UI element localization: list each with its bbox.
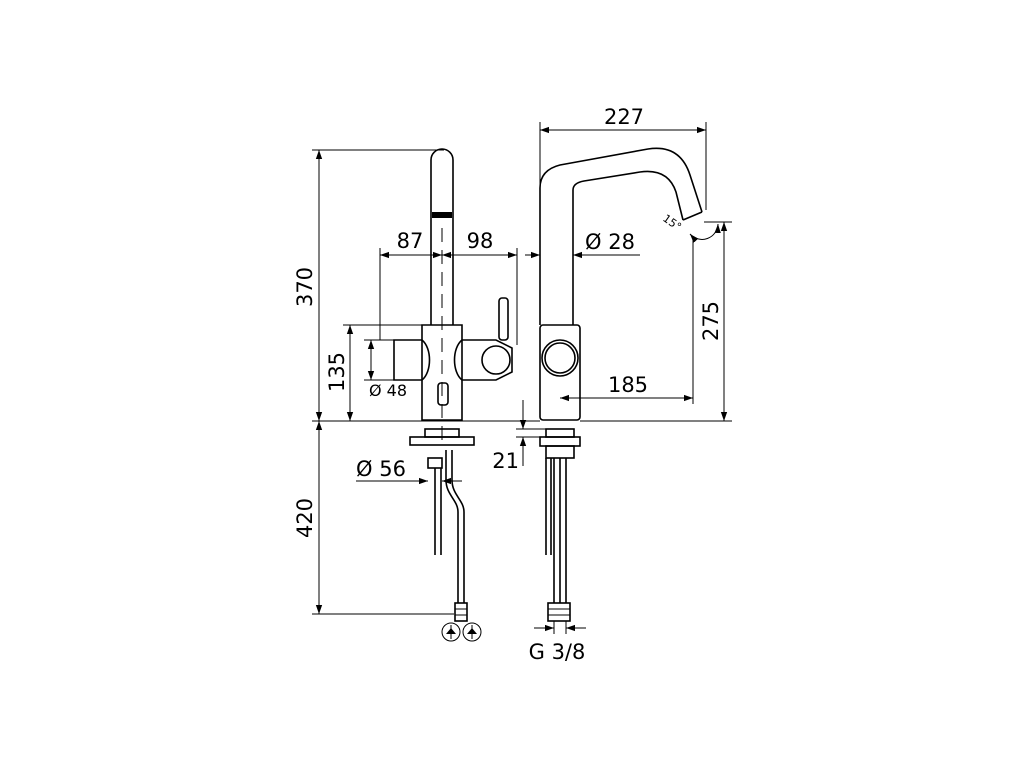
label-body-diameter: Ø 48: [369, 381, 407, 400]
label-outlet-height: 275: [699, 301, 723, 341]
label-outlet-reach: 185: [608, 373, 648, 397]
label-connection-thread: G 3/8: [529, 640, 586, 664]
label-spout-diameter: Ø 28: [585, 230, 635, 254]
side-view: [539, 147, 703, 622]
label-spout-width: 227: [604, 105, 644, 129]
label-lever-reach: 87: [397, 229, 424, 253]
label-spout-angle: 15°: [660, 212, 683, 234]
label-sensor-reach: 98: [467, 229, 494, 253]
label-base-diameter: Ø 56: [356, 457, 406, 481]
label-total-height: 370: [293, 267, 317, 307]
connection-symbol-right: [462, 622, 482, 642]
label-body-height: 135: [325, 352, 349, 392]
dimension-lines: [312, 122, 732, 634]
front-view: [393, 148, 513, 642]
label-base-thickness: 21: [492, 449, 519, 473]
label-under-counter-length: 420: [293, 498, 317, 538]
connection-symbol-left: [441, 622, 461, 642]
